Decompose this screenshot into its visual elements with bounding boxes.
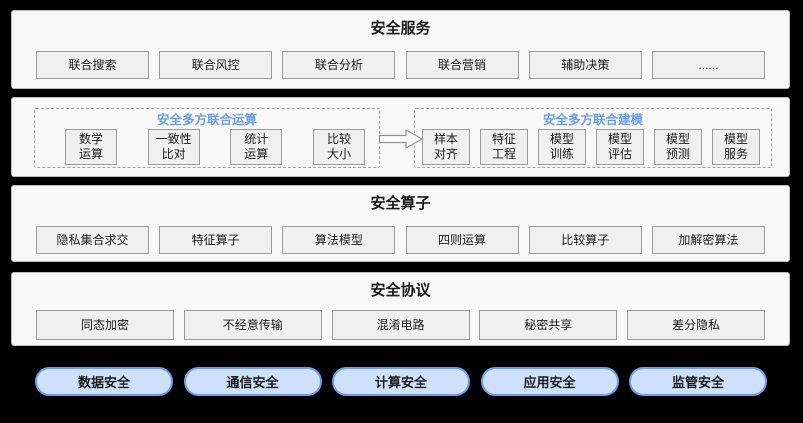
pillar-pill: 监管安全 — [629, 366, 767, 396]
service-box-ellipsis: ...... — [651, 51, 765, 79]
compute-box: 比较 大小 — [312, 129, 365, 165]
layer-security-services: 安全服务 联合搜索 联合风控 联合分析 联合营销 辅助决策 ...... — [11, 10, 790, 89]
joint-modeling-row: 样本 对齐 特征 工程 模型 训练 模型 评估 模型 预测 模型 服务 — [415, 129, 771, 165]
operator-box: 比较算子 — [528, 226, 642, 254]
security-pillars-row: 数据安全 通信安全 计算安全 应用安全 监管安全 — [35, 366, 767, 396]
layer-joint-capabilities: 安全多方联合运算 数学 运算 一致性 比对 统计 运算 比较 大小 安全多方联合… — [11, 97, 790, 177]
compute-box: 一致性 比对 — [147, 129, 200, 165]
group-joint-modeling: 安全多方联合建模 样本 对齐 特征 工程 模型 训练 模型 评估 模型 预测 模… — [414, 108, 772, 168]
group-joint-compute: 安全多方联合运算 数学 运算 一致性 比对 统计 运算 比较 大小 — [34, 108, 380, 168]
protocol-box: 秘密共享 — [479, 310, 618, 340]
group-title-joint-modeling: 安全多方联合建模 — [542, 113, 643, 127]
modeling-box: 模型 评估 — [596, 129, 644, 165]
modeling-box: 模型 预测 — [654, 129, 702, 165]
protocol-box: 差分隐私 — [627, 310, 765, 340]
layer-title-operators: 安全算子 — [370, 195, 431, 212]
pillar-pill: 计算安全 — [332, 366, 470, 396]
protocol-box: 混淆电路 — [331, 310, 470, 340]
pillar-pill: 通信安全 — [183, 366, 322, 396]
operators-row: 隐私集合求交 特征算子 算法模型 四则运算 比较算子 加解密算法 — [12, 226, 789, 254]
services-row: 联合搜索 联合风控 联合分析 联合营销 辅助决策 ...... — [12, 51, 789, 79]
service-box: 联合搜索 — [36, 51, 149, 79]
protocols-row: 同态加密 不经意传输 混淆电路 秘密共享 差分隐私 — [12, 310, 789, 340]
layer-security-protocols: 安全协议 同态加密 不经意传输 混淆电路 秘密共享 差分隐私 — [11, 272, 790, 346]
service-box: 联合风控 — [159, 51, 273, 79]
joint-compute-row: 数学 运算 一致性 比对 统计 运算 比较 大小 — [35, 129, 379, 165]
group-title-joint-compute: 安全多方联合运算 — [156, 113, 257, 127]
modeling-box: 特征 工程 — [480, 129, 528, 165]
modeling-box: 样本 对齐 — [422, 129, 470, 165]
operator-box: 特征算子 — [159, 226, 273, 254]
layer-security-operators: 安全算子 隐私集合求交 特征算子 算法模型 四则运算 比较算子 加解密算法 — [11, 185, 790, 262]
service-box: 联合营销 — [405, 51, 519, 79]
operator-box: 加解密算法 — [651, 226, 765, 254]
compute-box: 统计 运算 — [230, 129, 283, 165]
operator-box: 隐私集合求交 — [36, 226, 149, 254]
compute-box: 数学 运算 — [65, 129, 117, 165]
layer-title-protocols: 安全协议 — [370, 282, 431, 299]
service-box: 辅助决策 — [528, 51, 642, 79]
service-box: 联合分析 — [282, 51, 396, 79]
operator-box: 算法模型 — [282, 226, 396, 254]
protocol-box: 不经意传输 — [183, 310, 322, 340]
protocol-box: 同态加密 — [36, 310, 174, 340]
pillar-pill: 数据安全 — [35, 366, 173, 396]
modeling-box: 模型 服务 — [712, 129, 760, 165]
layer-title-services: 安全服务 — [370, 20, 431, 37]
operator-box: 四则运算 — [405, 226, 519, 254]
pillar-pill: 应用安全 — [480, 366, 619, 396]
modeling-box: 模型 训练 — [538, 129, 586, 165]
right-arrow-icon — [378, 129, 423, 149]
